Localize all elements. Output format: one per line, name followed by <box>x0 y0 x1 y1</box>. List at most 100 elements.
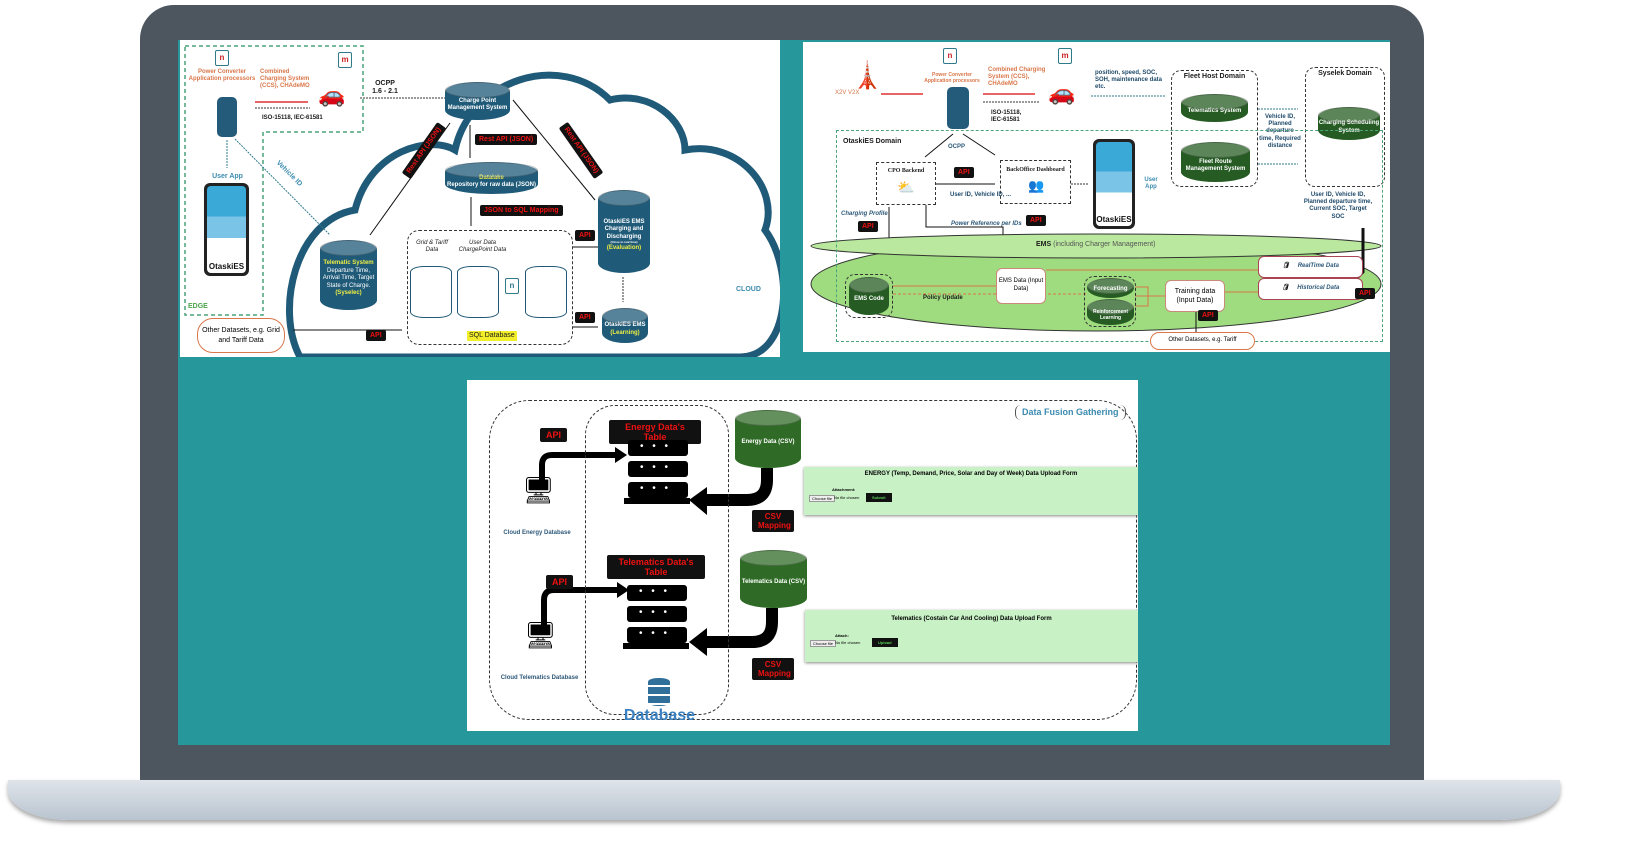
training-data-box: Training data (Input Data) <box>1165 280 1225 312</box>
realtime-data: 🛢RealTime Data <box>1258 256 1363 278</box>
api-label-training: API <box>1198 310 1218 321</box>
ml-models-group <box>1084 276 1136 327</box>
server-unit: • • • <box>627 627 687 643</box>
x2v-label: X2V V2X <box>835 90 860 96</box>
iso-label: ISO-15118, IEC-61581 <box>262 115 323 121</box>
cloud-energy-label: Cloud Energy Database <box>503 530 571 536</box>
api-label-power: API <box>1026 215 1046 226</box>
fleet-host-domain <box>1171 70 1258 187</box>
user-app-label: User App <box>212 173 243 180</box>
tel-form-title: Telematics (Costain Car And Cooling) Dat… <box>891 616 1052 622</box>
syselek-title: Syselek Domain <box>1318 70 1372 77</box>
ems-learning-db: OtaskiES EMS(Learning) <box>602 308 648 343</box>
car-icon-2: 🚗 <box>1048 80 1076 105</box>
ems-learn-title: OtaskiES EMS <box>604 322 646 328</box>
historical-data: 🛢Historical Data <box>1258 278 1363 300</box>
nth-server-stack <box>525 266 567 318</box>
vehicle-data-label: position, speed, SOC, SOH, maintenance d… <box>1095 70 1163 91</box>
ems-title: EMS (including Charger Management) <box>1036 241 1155 249</box>
vehicle-count-badge: m <box>338 52 352 68</box>
energy-form-title: ENERGY (Temp, Demand, Price, Solar and D… <box>864 471 1078 477</box>
ocpp-label-2: OCPP <box>948 144 966 150</box>
server-unit: • • • <box>628 461 688 477</box>
user-app-phone-2: OtaskiES <box>1093 139 1135 229</box>
api-label-telematics: API <box>546 575 574 589</box>
car-icon: 🚗 <box>318 82 346 107</box>
csv-mapping-label-2: CSV Mapping <box>752 658 794 680</box>
ems-eval-tag: (Evaluation) <box>606 244 642 251</box>
backoffice-dashboard: BackOffice Dashboard👥 <box>1000 160 1071 204</box>
api-label-eval: API <box>575 230 595 241</box>
no-file-label: No file chosen <box>834 495 860 500</box>
backoffice-title: BackOffice Dashboard <box>1006 167 1065 173</box>
json-sql-label: JSON to SQL Mapping <box>480 205 563 216</box>
cpms-db: Charge Point Management System <box>445 82 510 120</box>
ccs-label-2: Combined Charging System (CCS), CHAdeMO <box>988 67 1046 88</box>
otaskies-domain <box>836 130 1383 342</box>
server-unit: • • • <box>628 482 688 498</box>
api-label-datasets: API <box>366 330 386 341</box>
attachment-label: Attachment: <box>832 487 856 492</box>
power-grid-icon: 🗼 <box>851 60 884 90</box>
ems-eval-title: OtaskiES EMS Charging and Discharging <box>603 218 645 240</box>
app-brand-2: OtaskiES <box>1096 215 1132 224</box>
realtime-label: RealTime Data <box>1297 263 1339 270</box>
data-fusion-diagram: API Energy Data's Table • • • • • • • • … <box>467 380 1138 731</box>
telematics-table-label: Telematics Data's Table <box>607 555 705 579</box>
server-base <box>623 643 689 649</box>
telematics-system-db: Telematics System <box>1181 94 1248 122</box>
policy-update-label: Policy Update <box>923 295 963 301</box>
ocpp-label: OCPP 1.6 - 2.1 <box>372 80 398 96</box>
domain-title: OtaskiES Domain <box>843 138 902 145</box>
no-file-label-2: No file chosen <box>835 640 861 645</box>
server-unit: • • • <box>628 440 688 456</box>
power-reference-label: Power Reference per IDs <box>951 221 1022 227</box>
cloud-label: CLOUD <box>736 286 761 293</box>
api-label-learn: API <box>575 312 595 323</box>
n-db-badge: n <box>505 278 519 294</box>
datalake-title: Datalake <box>479 174 504 181</box>
choose-file-button-2[interactable]: Choose file <box>810 640 837 647</box>
data-fusion-boundary <box>489 400 1137 720</box>
otaskies-domain-diagram: 🗼 X2V V2X n m Power Converter Applicatio… <box>803 42 1390 352</box>
sql-database-label: SQL Database <box>467 331 517 342</box>
energy-csv-db: Energy Data (CSV) <box>735 410 801 468</box>
ems-learn-tag: (Learning) <box>610 329 640 336</box>
telematics-csv-db: Telematics Data (CSV) <box>740 550 807 608</box>
telematic-owner: (Syselec) <box>335 290 362 297</box>
ems-evaluation-db: OtaskiES EMS Charging and Discharging(Cl… <box>598 190 650 273</box>
ems-code-db: EMS Code <box>849 277 889 315</box>
data-fusion-label: Data Fusion Gathering <box>1015 405 1126 420</box>
choose-file-button[interactable]: Choose file <box>809 495 836 502</box>
cpo-backend: CPO Backend⛅ <box>876 162 936 205</box>
submit-button[interactable]: Submit <box>866 493 892 502</box>
csv-mapping-label: CSV Mapping <box>752 510 794 532</box>
ccs-label: Combined Charging System (CCS), CHAdeMO <box>260 69 310 90</box>
converter-count-badge: n <box>215 50 229 66</box>
power-converter-label: Power Converter Application processors <box>188 69 256 83</box>
cloud-outline <box>286 71 780 357</box>
user-app-label-2: User App <box>1144 177 1158 191</box>
fleet-route-db: Fleet Route Management System <box>1181 142 1250 182</box>
datalake-subtitle: Repository for raw data (JSON) <box>446 182 536 188</box>
database-boundary <box>585 405 729 715</box>
attach-label: Attach: <box>835 633 849 638</box>
database-icon <box>648 678 670 706</box>
sql-database-group <box>407 230 573 345</box>
other-datasets-pill-2: Other Datasets, e.g. Tariff <box>1150 332 1255 350</box>
user-ids-label: User ID, Vehicle ID, ... <box>950 192 1012 198</box>
server-base <box>624 498 690 504</box>
telematics-upload-form: Telematics (Costain Car And Cooling) Dat… <box>805 610 1138 662</box>
grid-tariff-label: Grid & Tariff Data <box>416 240 448 254</box>
database-label: Database <box>623 707 696 724</box>
fleet-host-title: Fleet Host Domain <box>1183 73 1246 80</box>
api-label-energy: API <box>540 428 568 442</box>
ems-code-group <box>845 274 893 318</box>
edge-label: EDGE <box>188 303 208 310</box>
upload-button[interactable]: Upload <box>872 638 898 647</box>
api-label-cpo: API <box>954 167 974 178</box>
energy-upload-form: ENERGY (Temp, Demand, Price, Solar and D… <box>804 467 1138 515</box>
reinforcement-learning-db: Reinforcement Learning <box>1087 299 1134 325</box>
